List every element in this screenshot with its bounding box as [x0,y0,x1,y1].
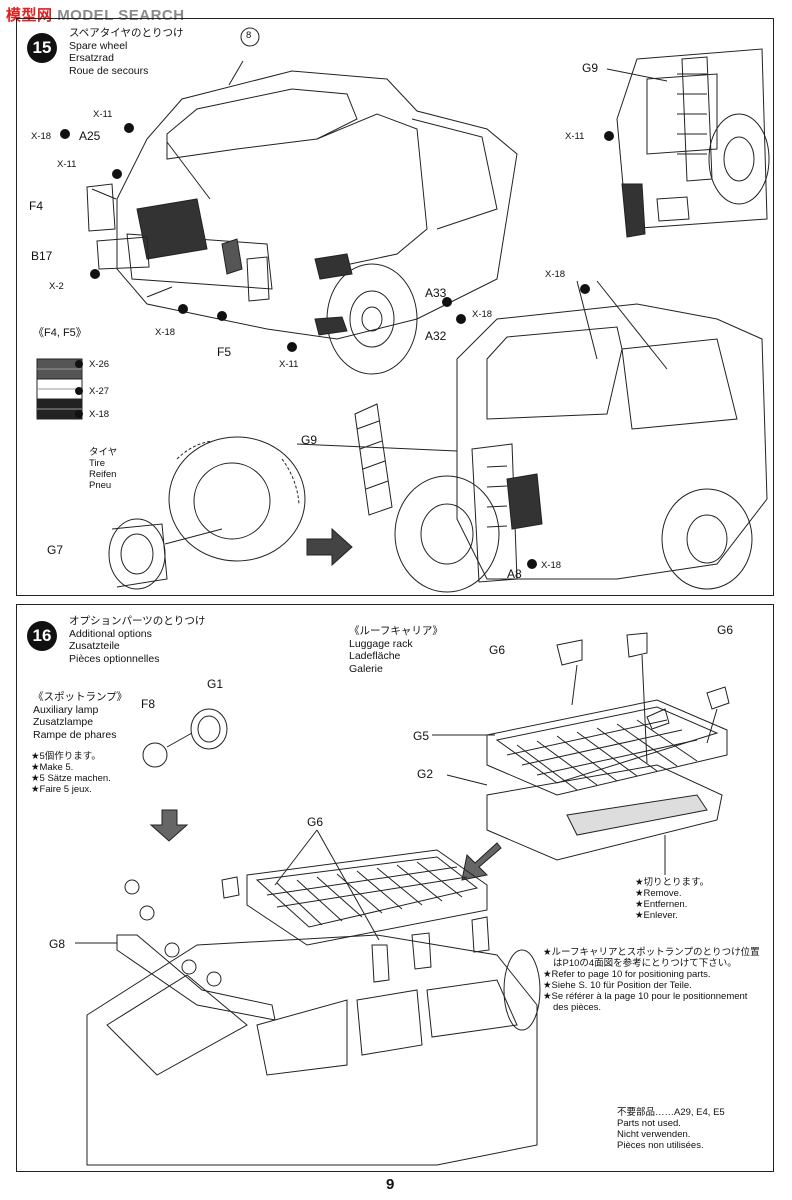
parts-not-used: 不要部品……A29, E4, E5 Parts not used. Nicht … [617,1107,725,1151]
screw-x18-b: X-18 [155,327,176,338]
screw-x11-b: X-11 [57,159,77,170]
lens-x26: X-26 [89,359,110,370]
lamp-title: 《スポットランプ》 Auxiliary lamp Zusatzlampe Ram… [33,691,128,741]
rack-title: 《ルーフキャリア》 Luggage rack Ladefläche Galeri… [349,625,443,675]
part-b17: B17 [31,249,53,263]
remove-note: ★切りとります。 ★Remove. ★Entfernen. ★Enlever. [635,877,710,921]
part-g7: G7 [47,543,64,557]
lamp-note: ★5個作ります。 ★Make 5. ★5 Sätze machen. ★Fair… [31,751,111,795]
watermark: 模型网 MODEL SEARCH [6,7,185,24]
step-15-panel: 15 スペアタイヤのとりつけ Spare wheel Ersatzrad Rou… [16,18,774,596]
part-g8: G8 [49,937,66,951]
screw-x11-c: X-11 [279,359,299,370]
screw-x18-c: X-18 [472,309,493,320]
step-number-16: 16 [27,621,57,651]
screw-x11-a: X-11 [93,109,113,120]
step-16-title: オプションパーツのとりつけ Additional options Zusatzt… [69,615,206,665]
part-g9-mid: G9 [301,433,318,447]
part-g1: G1 [207,677,224,691]
tire-label: タイヤ Tire Reifen Pneu [89,447,118,491]
step-number-15: 15 [27,33,57,63]
part-f8: F8 [141,697,156,711]
step-15-drawing [36,27,770,593]
part-g9-top: G9 [582,61,599,75]
part-a25: A25 [79,129,101,143]
part-g6-b: G6 [717,623,734,637]
part-g2: G2 [417,767,434,781]
step-16-drawing [75,632,730,1166]
page-number: 9 [386,1176,395,1193]
part-g6-a: G6 [489,643,506,657]
part-f4: F4 [29,199,44,213]
screw-x18-a8: X-18 [541,560,562,571]
lens-title: 《F4, F5》 [33,327,87,339]
part-a8: A8 [507,567,522,581]
step-16-panel: 16 オプションパーツのとりつけ Additional options Zusa… [16,604,774,1172]
part-g6-c: G6 [307,815,324,829]
screw-x11-right: X-11 [565,131,585,142]
part-f5: F5 [217,345,232,359]
screw-x2: X-2 [49,281,64,292]
callout-number: 8 [246,30,252,41]
part-a32: A32 [425,329,447,343]
part-a33: A33 [425,286,447,300]
screw-x18-top: X-18 [545,269,566,280]
position-note: ★ルーフキャリアとスポットランプのとりつけ位置 はP10の4面図を参考にとりつけ… [543,947,760,1013]
step-15-title: スペアタイヤのとりつけ Spare wheel Ersatzrad Roue d… [69,27,184,77]
part-g5: G5 [413,729,430,743]
screw-x18-a: X-18 [31,131,52,142]
lens-x18: X-18 [89,409,110,420]
lens-x27: X-27 [89,386,110,397]
